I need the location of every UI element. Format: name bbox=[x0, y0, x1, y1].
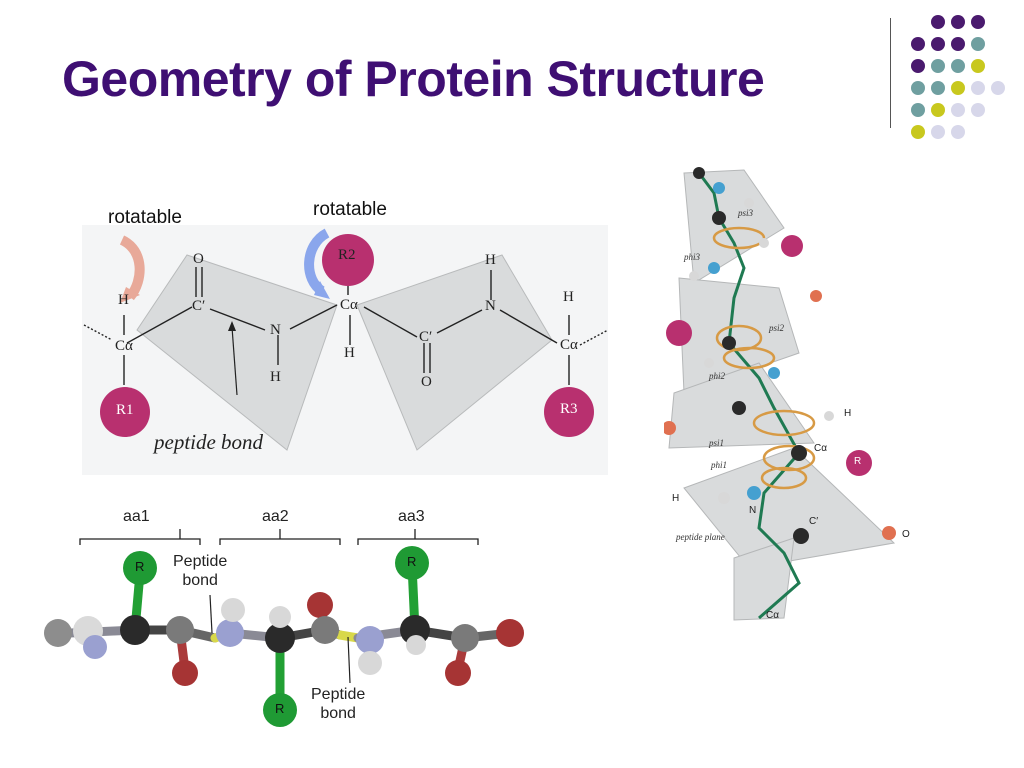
decorative-dot bbox=[951, 125, 965, 139]
decorative-dot bbox=[951, 37, 965, 51]
rotatable-label-left: rotatable bbox=[108, 207, 182, 228]
backbone bbox=[697, 172, 801, 620]
helix-drawing bbox=[664, 167, 896, 621]
rotation-arrowhead-left bbox=[120, 287, 140, 303]
decorative-dot bbox=[971, 37, 985, 51]
rotatable-label-right: rotatable bbox=[313, 199, 387, 220]
peptide-bond-diagram: O C′ N H H Cα R1 R2 Cα H H N C′ O H Cα R… bbox=[82, 225, 608, 475]
label-h-top: H bbox=[844, 408, 852, 419]
decorative-dot bbox=[931, 37, 945, 51]
residue-braces bbox=[79, 529, 479, 545]
decorative-dot bbox=[911, 125, 925, 139]
decorative-dot bbox=[951, 15, 965, 29]
aa3-label: aa3 bbox=[398, 508, 425, 525]
polypeptide-helix-figure: psi3 phi3 psi2 phi2 psi1 phi1 peptide pl… bbox=[664, 158, 924, 626]
decorative-dot bbox=[971, 103, 985, 117]
decorative-dot bbox=[951, 81, 965, 95]
decorative-dot bbox=[931, 81, 945, 95]
decorative-dot bbox=[931, 103, 945, 117]
peptide-bond-label: peptide bond bbox=[154, 430, 264, 454]
label-phi-2: phi2 bbox=[709, 371, 726, 381]
page-title: Geometry of Protein Structure bbox=[62, 51, 765, 107]
decorative-dot bbox=[911, 81, 925, 95]
atom-h-ca-left: H bbox=[118, 292, 129, 308]
peptide-bond-pointer bbox=[231, 326, 238, 396]
decorative-dot bbox=[931, 15, 945, 29]
atom-c-prime-left: C′ bbox=[192, 298, 206, 314]
atom-spheres bbox=[44, 546, 524, 727]
helix-atoms bbox=[664, 167, 896, 544]
aa2-label: aa2 bbox=[262, 508, 289, 525]
atom-o-left: O bbox=[193, 251, 204, 267]
atom-h-n-left: H bbox=[270, 369, 281, 385]
rotation-arrowhead-right bbox=[314, 281, 330, 299]
atom-ca-right: Cα bbox=[560, 337, 578, 353]
r3-label: R3 bbox=[560, 401, 578, 417]
atom-n-left: N bbox=[270, 322, 281, 338]
decorative-dot bbox=[971, 59, 985, 73]
label-r: R bbox=[854, 456, 862, 467]
atom-ca-mid: Cα bbox=[340, 297, 358, 313]
decorative-dot bbox=[971, 15, 985, 29]
label-psi-1: psi1 bbox=[709, 438, 725, 448]
peptide-bond-arrowhead bbox=[228, 321, 236, 331]
decorative-dot bbox=[971, 81, 985, 95]
r2-sphere bbox=[322, 234, 374, 286]
title-divider bbox=[890, 18, 891, 128]
decorative-dot bbox=[911, 37, 925, 51]
ball-stick-drawing bbox=[44, 529, 524, 727]
decorative-dot bbox=[931, 59, 945, 73]
r1-label: R1 bbox=[116, 402, 134, 418]
label-psi-3-top: psi3 bbox=[738, 208, 754, 218]
r-label-aa1: R bbox=[135, 559, 145, 574]
peptide-bond-label-bottom: Peptide bond bbox=[311, 686, 366, 722]
atom-h-ca-right: H bbox=[563, 289, 574, 305]
atom-n-right: N bbox=[485, 298, 496, 314]
label-c-alpha-bottom: Cα bbox=[766, 610, 780, 621]
atom-o-right: O bbox=[421, 374, 432, 390]
r1-sphere bbox=[100, 387, 150, 437]
label-n: N bbox=[749, 505, 757, 516]
decorative-dot bbox=[911, 59, 925, 73]
aa1-label: aa1 bbox=[123, 508, 150, 525]
label-c-alpha: Cα bbox=[814, 443, 828, 454]
decorative-dot bbox=[951, 103, 965, 117]
label-c-prime: C′ bbox=[809, 516, 819, 527]
helix-coils bbox=[712, 226, 816, 490]
r2-label: R2 bbox=[338, 247, 356, 263]
peptide-bond-pointer-bottom bbox=[347, 636, 351, 684]
label-phi-3: phi3 bbox=[684, 252, 701, 262]
label-o: O bbox=[902, 529, 910, 540]
decorative-dot bbox=[931, 125, 945, 139]
label-psi-2-mid: psi2 bbox=[769, 323, 785, 333]
ball-and-stick-model: aa1 aa2 aa3 Peptide bond Peptide bond R … bbox=[40, 505, 540, 735]
atom-c-prime-right: C′ bbox=[419, 329, 433, 345]
rotation-arrow-right bbox=[304, 228, 330, 296]
decorative-dot bbox=[911, 103, 925, 117]
r-label-aa3: R bbox=[407, 554, 417, 569]
atom-ca-left: Cα bbox=[115, 338, 133, 354]
peptide-bond-label-top: Peptide bond bbox=[173, 553, 228, 589]
label-phi-1: phi1 bbox=[711, 460, 728, 470]
atom-h-n-right: H bbox=[485, 252, 496, 268]
label-peptide-plane: peptide plane bbox=[676, 532, 725, 542]
r3-sphere bbox=[544, 387, 594, 437]
r-label-aa2: R bbox=[275, 701, 285, 716]
peptide-diagram-drawing bbox=[82, 225, 608, 475]
peptide-bonds bbox=[83, 267, 608, 385]
atom-h-ca-mid: H bbox=[344, 345, 355, 361]
decorative-dot bbox=[991, 81, 1005, 95]
label-h-left: H bbox=[672, 493, 680, 504]
decorative-dot bbox=[951, 59, 965, 73]
peptide-bond-pointer-top bbox=[209, 594, 213, 634]
